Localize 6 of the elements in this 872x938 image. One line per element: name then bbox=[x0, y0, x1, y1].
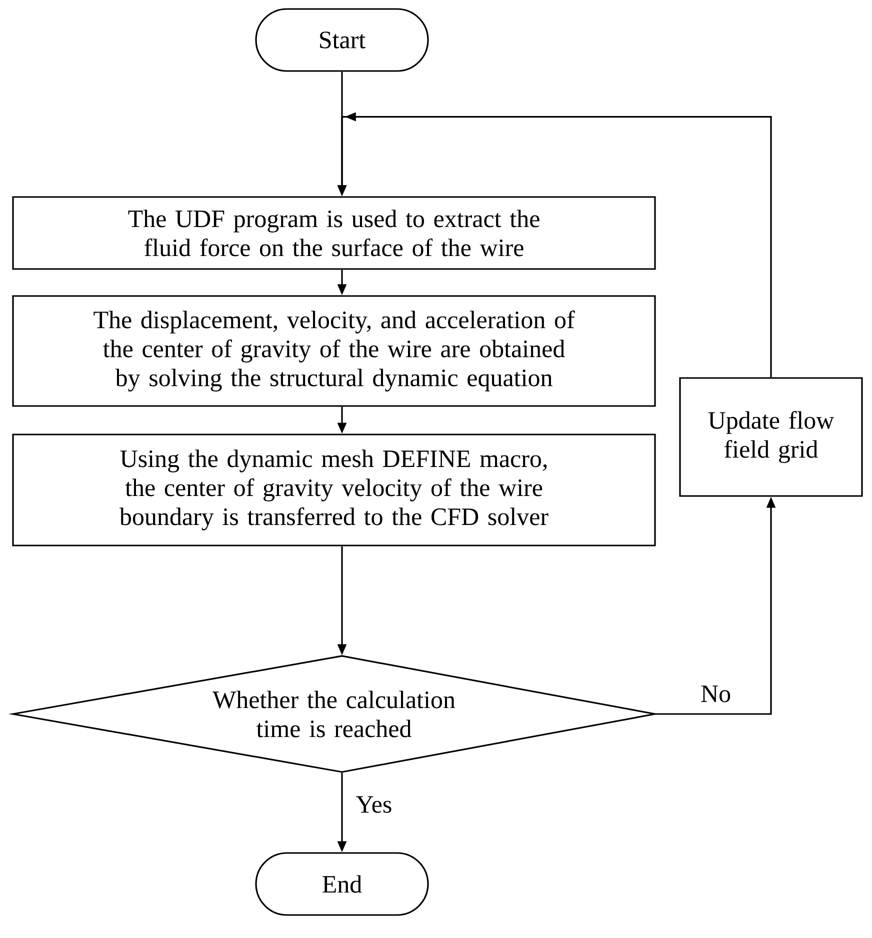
process-box: The displacement, velocity, and acceleration of the center of gravity of the wire are obtained by solving the structural dynamic equation bbox=[12, 295, 656, 407]
edge-label: Yes bbox=[354, 795, 394, 814]
edge-label: No bbox=[700, 684, 732, 704]
process-box: The UDF program is used to extract the fluid force on the surface of the wire bbox=[12, 196, 656, 270]
process-box: Using the dynamic mesh DEFINE macro, the center of gravity velocity of the wire boundary is transferred to the CFD solver bbox=[12, 434, 656, 546]
process-box: Update flow field grid bbox=[679, 377, 863, 497]
